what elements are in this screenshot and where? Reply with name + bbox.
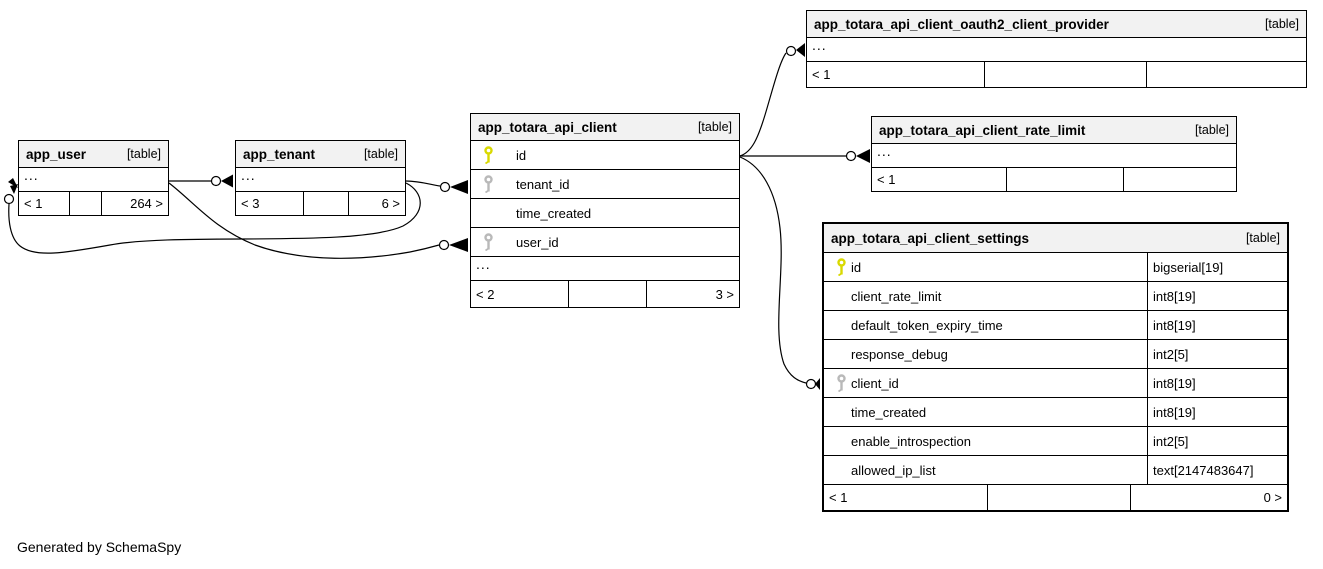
no-key-spacer (836, 403, 847, 421)
table-settings[interactable]: app_totara_api_client_settings [table] i… (822, 222, 1289, 512)
children-count: 6 > (348, 192, 405, 215)
no-key-spacer (836, 432, 847, 450)
column-type: int2[5] (1147, 340, 1287, 368)
column-row-tenant-id: tenant_id (471, 170, 739, 199)
table-name-link[interactable]: app_totara_api_client_settings (831, 230, 1030, 246)
table-tag: [table] (126, 147, 161, 161)
parents-count: < 1 (24, 196, 43, 211)
no-key-spacer (836, 345, 847, 363)
footer-spacer (987, 485, 1130, 510)
column-type: text[2147483647] (1147, 456, 1287, 484)
column-row-client-id: client_id int8[19] (824, 369, 1287, 398)
column-row-user-id: user_id (471, 228, 739, 257)
column-row-response-debug: response_debug int2[5] (824, 340, 1287, 369)
primary-key-icon (836, 258, 847, 277)
table-oauth2-client-provider[interactable]: app_totara_api_client_oauth2_client_prov… (806, 10, 1307, 88)
table-header: app_user [table] (19, 141, 168, 168)
column-name: allowed_ip_list (851, 462, 936, 478)
column-name: enable_introspection (851, 433, 971, 449)
column-row-id: id bigserial[19] (824, 253, 1287, 282)
primary-key-icon (483, 146, 494, 165)
children-count: 0 > (1130, 485, 1287, 510)
table-app-user[interactable]: app_user [table] ... < 1 264 > (18, 140, 169, 216)
collapsed-columns-row: ... (872, 144, 1236, 168)
no-key-spacer (836, 316, 847, 334)
table-header: app_tenant [table] (236, 141, 405, 168)
column-row-allowed-ip-list: allowed_ip_list text[2147483647] (824, 456, 1287, 485)
table-name-link[interactable]: app_user (26, 146, 87, 162)
parents-count: < 1 (812, 67, 831, 82)
column-name: time_created (516, 205, 592, 221)
collapsed-columns-row: ... (19, 168, 168, 192)
column-type: int2[5] (1147, 427, 1287, 455)
column-name: user_id (516, 234, 559, 250)
column-name: id (851, 259, 862, 275)
table-name-link[interactable]: app_totara_api_client (478, 119, 617, 135)
table-rate-limit[interactable]: app_totara_api_client_rate_limit [table]… (871, 116, 1237, 192)
table-tag: [table] (697, 120, 732, 134)
column-name: response_debug (851, 346, 948, 362)
column-row-default-token-expiry-time: default_token_expiry_time int8[19] (824, 311, 1287, 340)
column-name: tenant_id (516, 176, 570, 192)
foreign-key-icon (483, 233, 494, 252)
column-type: int8[19] (1147, 282, 1287, 310)
column-row-id: id (471, 141, 739, 170)
children-count (1123, 168, 1236, 191)
column-name: id (516, 147, 527, 163)
collapsed-columns-row: ... (236, 168, 405, 192)
column-type: int8[19] (1147, 398, 1287, 426)
column-name: client_id (851, 375, 899, 391)
table-tag: [table] (363, 147, 398, 161)
table-tag: [table] (1264, 17, 1299, 31)
table-header: app_totara_api_client_rate_limit [table] (872, 117, 1236, 144)
table-header: app_totara_api_client_settings [table] (824, 224, 1287, 253)
table-tag: [table] (1194, 123, 1229, 137)
no-key-spacer (483, 204, 494, 222)
column-type: bigserial[19] (1147, 253, 1287, 281)
table-app-totara-api-client[interactable]: app_totara_api_client [table] id tenant_… (470, 113, 740, 308)
column-row-time-created: time_created (471, 199, 739, 228)
generated-by-note: Generated by SchemaSpy (17, 539, 182, 555)
parents-count: < 1 (829, 490, 848, 505)
column-name: default_token_expiry_time (851, 317, 1003, 333)
column-name: time_created (851, 404, 927, 420)
parents-count: < 2 (476, 286, 495, 302)
footer-spacer (568, 281, 646, 307)
collapsed-columns-row: ... (471, 257, 739, 281)
children-count (1146, 62, 1306, 87)
footer-spacer (984, 62, 1146, 87)
parents-count: < 3 (241, 196, 260, 211)
footer-spacer (1006, 168, 1123, 191)
children-count: 264 > (101, 192, 168, 215)
table-header: app_totara_api_client [table] (471, 114, 739, 141)
column-type: int8[19] (1147, 369, 1287, 397)
footer-spacer (303, 192, 348, 215)
children-count: 3 > (646, 281, 739, 307)
parents-count: < 1 (877, 172, 896, 187)
column-row-client-rate-limit: client_rate_limit int8[19] (824, 282, 1287, 311)
no-key-spacer (836, 461, 847, 479)
column-type: int8[19] (1147, 311, 1287, 339)
table-tag: [table] (1245, 231, 1280, 245)
table-name-link[interactable]: app_totara_api_client_oauth2_client_prov… (814, 16, 1109, 32)
column-row-enable-introspection: enable_introspection int2[5] (824, 427, 1287, 456)
table-header: app_totara_api_client_oauth2_client_prov… (807, 11, 1306, 38)
foreign-key-icon (483, 175, 494, 194)
no-key-spacer (836, 287, 847, 305)
column-row-time-created: time_created int8[19] (824, 398, 1287, 427)
column-name: client_rate_limit (851, 288, 942, 304)
collapsed-columns-row: ... (807, 38, 1306, 62)
table-name-link[interactable]: app_tenant (243, 146, 316, 162)
footer-spacer (69, 192, 101, 215)
foreign-key-icon (836, 374, 847, 393)
table-name-link[interactable]: app_totara_api_client_rate_limit (879, 122, 1086, 138)
table-app-tenant[interactable]: app_tenant [table] ... < 3 6 > (235, 140, 406, 216)
